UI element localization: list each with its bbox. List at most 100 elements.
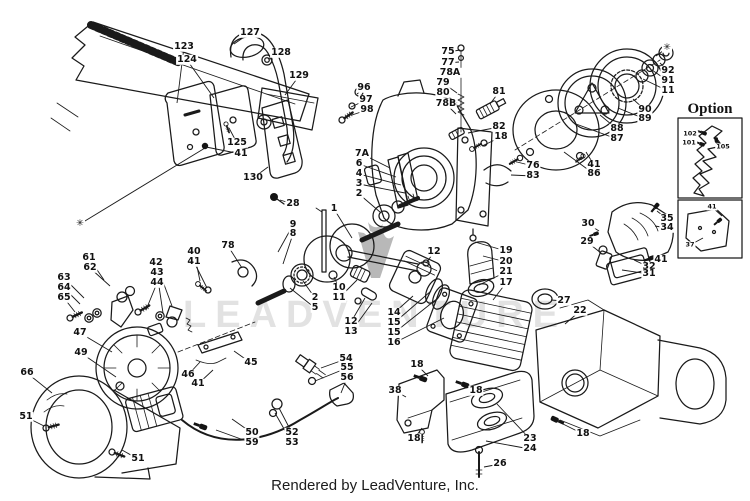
part-callout-22[interactable]: 22 [572,304,588,317]
part-callout-64[interactable]: 64 [56,281,72,294]
part-callout-18[interactable]: 18 [468,384,484,397]
part-callout-50[interactable]: 50 [244,426,260,439]
part-callout-52[interactable]: 52 [284,426,300,439]
part-callout-19[interactable]: 19 [498,244,514,257]
part-callout-40[interactable]: 40 [186,245,202,258]
part-callout-78A[interactable]: 78A [438,66,462,79]
part-callout-49[interactable]: 49 [73,346,89,359]
part-callout-42[interactable]: 42 [148,256,164,269]
part-callout-12[interactable]: 12 [426,245,442,258]
part-callout-98[interactable]: 98 [359,103,375,116]
part-callout-76[interactable]: 76 [525,159,541,172]
part-callout-80[interactable]: 80 [435,86,451,99]
part-callout-101[interactable]: 101 [681,138,697,147]
part-callout-92[interactable]: 92 [660,64,676,77]
part-callout-31[interactable]: 31 [641,267,657,280]
part-callout-29[interactable]: 29 [579,235,595,248]
part-callout-11[interactable]: 11 [331,291,347,304]
part-callout-127[interactable]: 127 [239,26,261,39]
part-callout-21[interactable]: 21 [498,265,514,278]
part-callout-65[interactable]: 65 [56,291,72,304]
part-callout-59[interactable]: 59 [244,436,260,449]
part-callout-87[interactable]: 87 [609,132,625,145]
part-callout-10[interactable]: 10 [331,281,347,294]
part-callout-1[interactable]: 1 [329,202,339,215]
part-callout-89[interactable]: 89 [637,112,653,125]
part-callout-28[interactable]: 28 [285,197,301,210]
part-callout-82[interactable]: 82 [491,120,507,133]
part-callout-105[interactable]: 105 [715,142,731,151]
part-callout-18[interactable]: 18 [575,427,591,440]
part-callout-16[interactable]: 16 [386,336,402,349]
part-callout-91[interactable]: 91 [660,74,676,87]
part-callout-61[interactable]: 61 [81,251,97,264]
part-callout-86[interactable]: 86 [586,167,602,180]
part-callout-38[interactable]: 38 [387,384,403,397]
part-callout-41[interactable]: 41 [233,147,249,160]
part-callout-15[interactable]: 15 [386,316,402,329]
part-callout-90[interactable]: 90 [637,103,653,116]
part-callout-✳[interactable]: ✳ [662,41,672,54]
part-callout-63[interactable]: 63 [56,271,72,284]
part-callout-47[interactable]: 47 [72,326,88,339]
part-callout-18[interactable]: 18 [493,130,509,143]
part-callout-75[interactable]: 75 [440,45,456,58]
part-callout-2[interactable]: 2 [310,291,320,304]
part-callout-15[interactable]: 15 [386,326,402,339]
part-callout-130[interactable]: 130 [242,171,264,184]
part-callout-77[interactable]: 77 [440,56,456,69]
part-callout-45[interactable]: 45 [243,356,259,369]
part-callout-23[interactable]: 23 [522,432,538,445]
part-callout-24[interactable]: 24 [522,442,538,455]
part-callout-5[interactable]: 5 [310,301,320,314]
part-callout-56[interactable]: 56 [339,371,355,384]
part-callout-34[interactable]: 34 [659,221,675,234]
part-callout-88[interactable]: 88 [609,122,625,135]
part-callout-124[interactable]: 124 [176,53,198,66]
part-callout-11[interactable]: 11 [660,84,676,97]
part-callout-37[interactable]: 37 [684,240,696,249]
part-callout-32[interactable]: 32 [641,260,657,273]
part-callout-79[interactable]: 79 [435,76,451,89]
part-callout-62[interactable]: 62 [82,261,98,274]
part-callout-81[interactable]: 81 [491,85,507,98]
part-callout-41[interactable]: 41 [190,377,206,390]
part-callout-41[interactable]: 41 [586,158,602,171]
part-callout-41[interactable]: 41 [706,202,718,211]
part-callout-129[interactable]: 129 [288,69,310,82]
part-callout-41[interactable]: 41 [186,255,202,268]
part-callout-17[interactable]: 17 [498,276,514,289]
part-callout-14[interactable]: 14 [386,306,402,319]
part-callout-6[interactable]: 6 [354,157,364,170]
part-callout-18[interactable]: 18 [406,432,422,445]
part-callout-55[interactable]: 55 [339,361,355,374]
part-callout-13[interactable]: 13 [343,325,359,338]
part-callout-3[interactable]: 3 [354,177,364,190]
part-callout-54[interactable]: 54 [338,352,354,365]
part-callout-46[interactable]: 46 [180,368,196,381]
part-callout-102[interactable]: 102 [682,129,698,138]
part-callout-2[interactable]: 2 [354,187,364,200]
part-callout-12[interactable]: 12 [343,315,359,328]
part-callout-8[interactable]: 8 [288,227,298,240]
part-callout-43[interactable]: 43 [149,266,165,279]
part-callout-78B[interactable]: 78B [434,97,458,110]
part-callout-20[interactable]: 20 [498,255,514,268]
part-callout-18[interactable]: 18 [409,358,425,371]
part-callout-83[interactable]: 83 [525,169,541,182]
part-callout-78[interactable]: 78 [220,239,236,252]
part-callout-123[interactable]: 123 [173,40,195,53]
part-callout-41[interactable]: 41 [653,253,669,266]
part-callout-53[interactable]: 53 [284,436,300,449]
part-callout-125[interactable]: 125 [226,136,248,149]
part-callout-66[interactable]: 66 [19,366,35,379]
part-callout-9[interactable]: 9 [288,218,298,231]
part-callout-✳[interactable]: ✳ [75,217,85,230]
part-callout-51[interactable]: 51 [18,410,34,423]
part-callout-26[interactable]: 26 [492,457,508,470]
part-callout-30[interactable]: 30 [580,217,596,230]
part-callout-128[interactable]: 128 [270,46,292,59]
part-callout-96[interactable]: 96 [356,81,372,94]
part-callout-27[interactable]: 27 [556,294,572,307]
part-callout-44[interactable]: 44 [149,276,165,289]
